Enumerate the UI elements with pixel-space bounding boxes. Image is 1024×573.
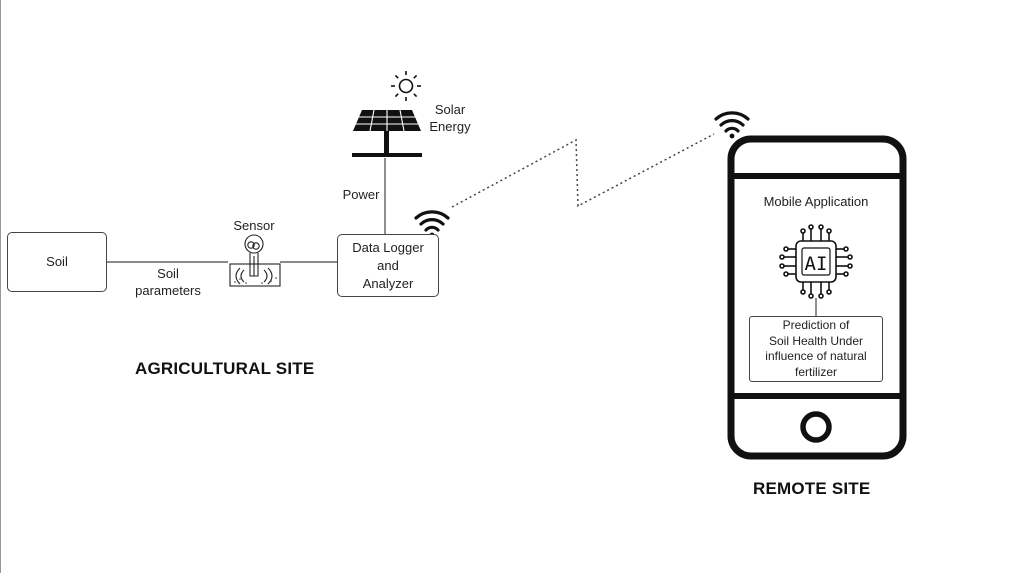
sensor-icon	[229, 234, 281, 287]
ai-chip-icon	[779, 224, 853, 299]
home-button-icon	[800, 411, 832, 443]
smartphone-icon	[727, 135, 907, 460]
power-label: Power	[342, 187, 380, 202]
agricultural-site-title: AGRICULTURAL SITE	[135, 359, 315, 378]
sun-icon	[391, 71, 421, 101]
prediction-box: Prediction of Soil Health Under influenc…	[749, 316, 883, 382]
remote-site-title: REMOTE SITE	[753, 479, 871, 498]
wifi-icon	[714, 111, 750, 139]
connectors	[107, 158, 817, 316]
ai-chip-text: AI	[805, 253, 828, 275]
data-logger-box: Data Logger and Analyzer	[337, 234, 439, 297]
solar-panel-icon	[352, 109, 422, 157]
left-edge-border	[0, 0, 1, 573]
soil-box: Soil	[7, 232, 107, 292]
soil-box-label: Soil	[46, 254, 68, 269]
sensor-label: Sensor	[233, 218, 275, 233]
soil-parameters-label: Soil parameters	[135, 266, 201, 298]
wireless-link-dotted	[451, 133, 715, 208]
solar-energy-label: Solar Energy	[429, 102, 471, 134]
mobile-application-title: Mobile Application	[763, 194, 869, 209]
